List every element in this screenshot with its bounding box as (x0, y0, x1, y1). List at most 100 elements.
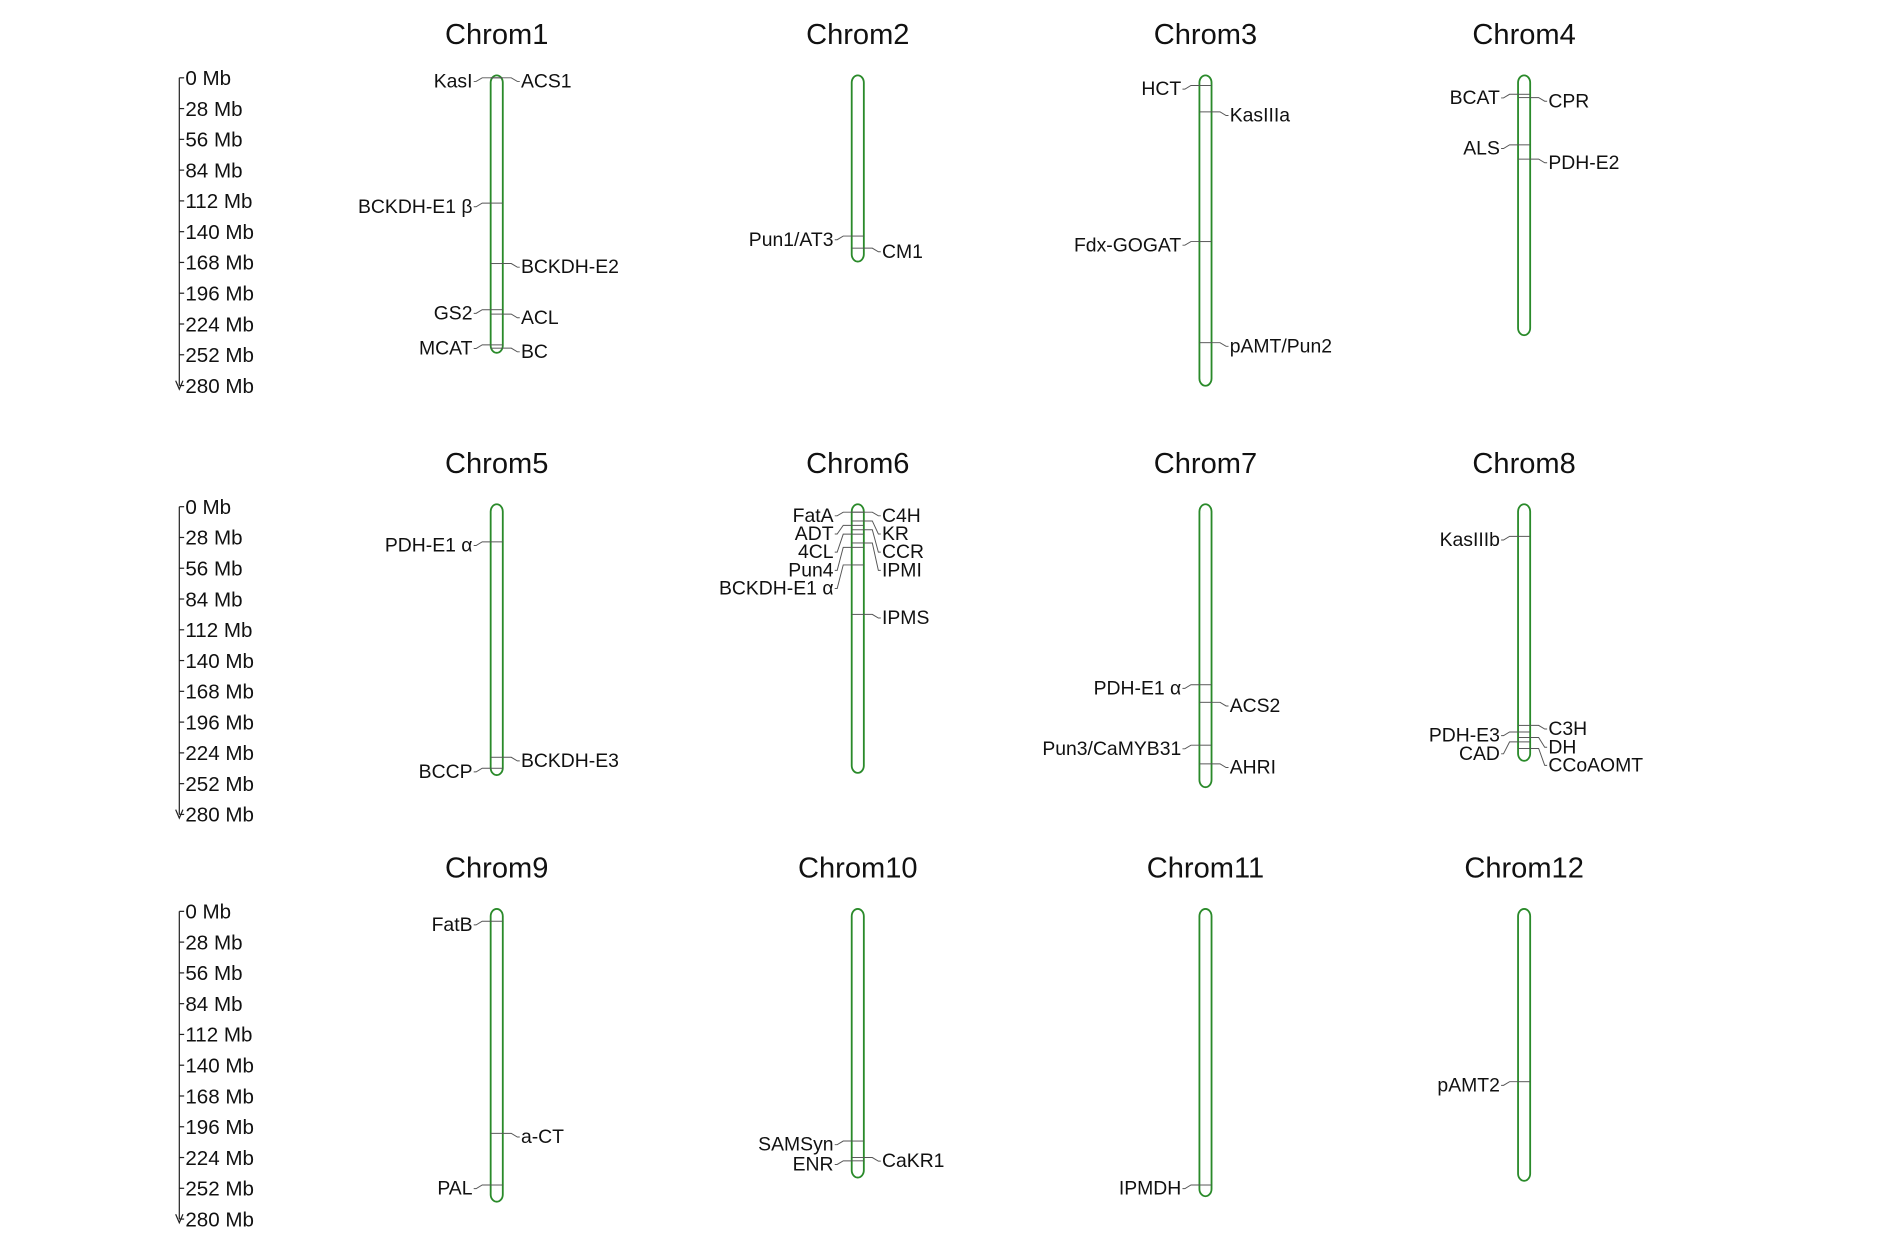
gene-connector (863, 511, 881, 517)
gene-label: a-CT (521, 1126, 564, 1148)
gene-connector (1501, 144, 1519, 149)
scale-tick-label: 56 Mb (185, 129, 242, 152)
gene-marker: DH (1518, 736, 1576, 758)
scale-tick-label: 0 Mb (185, 901, 231, 924)
gene-marker: BCKDH-E2 (490, 256, 619, 278)
chromosome-title: Chrom11 (1147, 852, 1264, 884)
scale-tick-label: 196 Mb (185, 1116, 254, 1139)
gene-connector (1182, 241, 1200, 246)
gene-label: KasIIIb (1440, 529, 1500, 551)
gene-marker: ACL (490, 307, 559, 329)
gene-connector (473, 920, 491, 926)
gene-connector (473, 202, 491, 208)
gene-label: C4H (882, 505, 921, 527)
gene-marker: KR (851, 520, 909, 545)
gene-marker: PDH-E1 α (385, 535, 503, 557)
gene-connector (1211, 701, 1229, 707)
gene-marker: BCKDH-E1 α (719, 564, 864, 600)
gene-connector (502, 347, 520, 353)
gene-label: ACS1 (521, 71, 572, 93)
scale-tick-label: 224 Mb (185, 313, 254, 336)
chromosome-title: Chrom7 (1154, 448, 1257, 480)
gene-label: BCKDH-E2 (521, 256, 619, 278)
scale-tick-label: 196 Mb (185, 282, 254, 305)
gene-marker: KasI (434, 71, 503, 93)
gene-label: KR (882, 523, 909, 545)
chromosome-body (489, 74, 504, 354)
gene-marker: BC (490, 341, 548, 363)
gene-marker: BCKDH-E1 β (358, 196, 503, 218)
gene-marker: ACS2 (1199, 695, 1280, 717)
gene-connector (834, 546, 852, 571)
chromosome-title: Chrom10 (798, 852, 918, 884)
gene-label: PDH-E3 (1429, 725, 1500, 747)
scale-tick-label: 252 Mb (185, 1178, 254, 1201)
gene-marker: Fdx-GOGAT (1074, 234, 1212, 256)
gene-label: BC (521, 341, 548, 363)
scale-tick-label: 28 Mb (185, 527, 242, 550)
gene-connector (863, 613, 881, 619)
scale-tick-label: 112 Mb (185, 1024, 252, 1047)
chromosome-title: Chrom2 (806, 19, 909, 51)
chromosome-body (1198, 74, 1213, 387)
scale-tick-label: 224 Mb (185, 1147, 254, 1170)
gene-connector (863, 1157, 881, 1162)
scale-tick-label: 84 Mb (185, 993, 242, 1016)
gene-label: PAL (437, 1178, 472, 1200)
chromosome-body (1198, 908, 1213, 1198)
gene-label: CaKR1 (882, 1150, 944, 1172)
chromosome-body (489, 503, 504, 776)
gene-marker: pAMT/Pun2 (1199, 335, 1332, 357)
gene-label: BCCP (419, 761, 473, 783)
scale-tick-label: 0 Mb (185, 496, 231, 519)
gene-connector (1501, 93, 1519, 99)
gene-connector (1530, 724, 1548, 730)
gene-label: KasI (434, 71, 473, 93)
gene-connector (1211, 342, 1229, 347)
gene-connector (1211, 111, 1229, 116)
chromosome-title: Chrom12 (1464, 852, 1584, 884)
scale-tick-label: 112 Mb (185, 190, 252, 213)
chromosome-body (850, 503, 865, 774)
gene-label: pAMT/Pun2 (1230, 335, 1332, 357)
gene-marker: a-CT (490, 1126, 564, 1148)
gene-label: PDH-E1 α (1094, 677, 1182, 699)
scale-tick-label: 56 Mb (185, 558, 242, 581)
gene-connector (502, 1132, 520, 1138)
gene-label: Pun3/CaMYB31 (1042, 738, 1181, 760)
gene-connector (473, 344, 491, 349)
scale-tick-label: 280 Mb (185, 804, 254, 827)
gene-marker: GS2 (434, 302, 503, 324)
scale-tick-label: 0 Mb (185, 67, 231, 90)
gene-label: AHRI (1230, 757, 1276, 779)
gene-connector (863, 542, 881, 571)
gene-label: GS2 (434, 302, 473, 324)
gene-connector (834, 564, 852, 589)
gene-marker: Pun3/CaMYB31 (1042, 738, 1212, 760)
gene-connector (502, 263, 520, 268)
gene-marker: MCAT (419, 338, 503, 360)
gene-connector (502, 756, 520, 762)
scale-tick-label: 280 Mb (185, 375, 254, 398)
gene-connector (473, 77, 491, 82)
gene-marker: C3H (1518, 718, 1587, 740)
gene-label: MCAT (419, 338, 473, 360)
gene-connector (502, 313, 520, 319)
chromosome-title: Chrom3 (1154, 19, 1257, 51)
scale-tick-label: 140 Mb (185, 1054, 254, 1077)
gene-label: PDH-E1 α (385, 535, 473, 557)
gene-label: ENR (793, 1154, 834, 1176)
gene-connector (473, 309, 491, 314)
gene-label: CCoAOMT (1548, 754, 1643, 776)
gene-connector (1501, 1081, 1519, 1086)
gene-marker: ALS (1463, 138, 1531, 160)
gene-marker: CM1 (851, 241, 923, 263)
gene-connector (1211, 763, 1229, 768)
gene-marker: BCAT (1450, 87, 1531, 109)
